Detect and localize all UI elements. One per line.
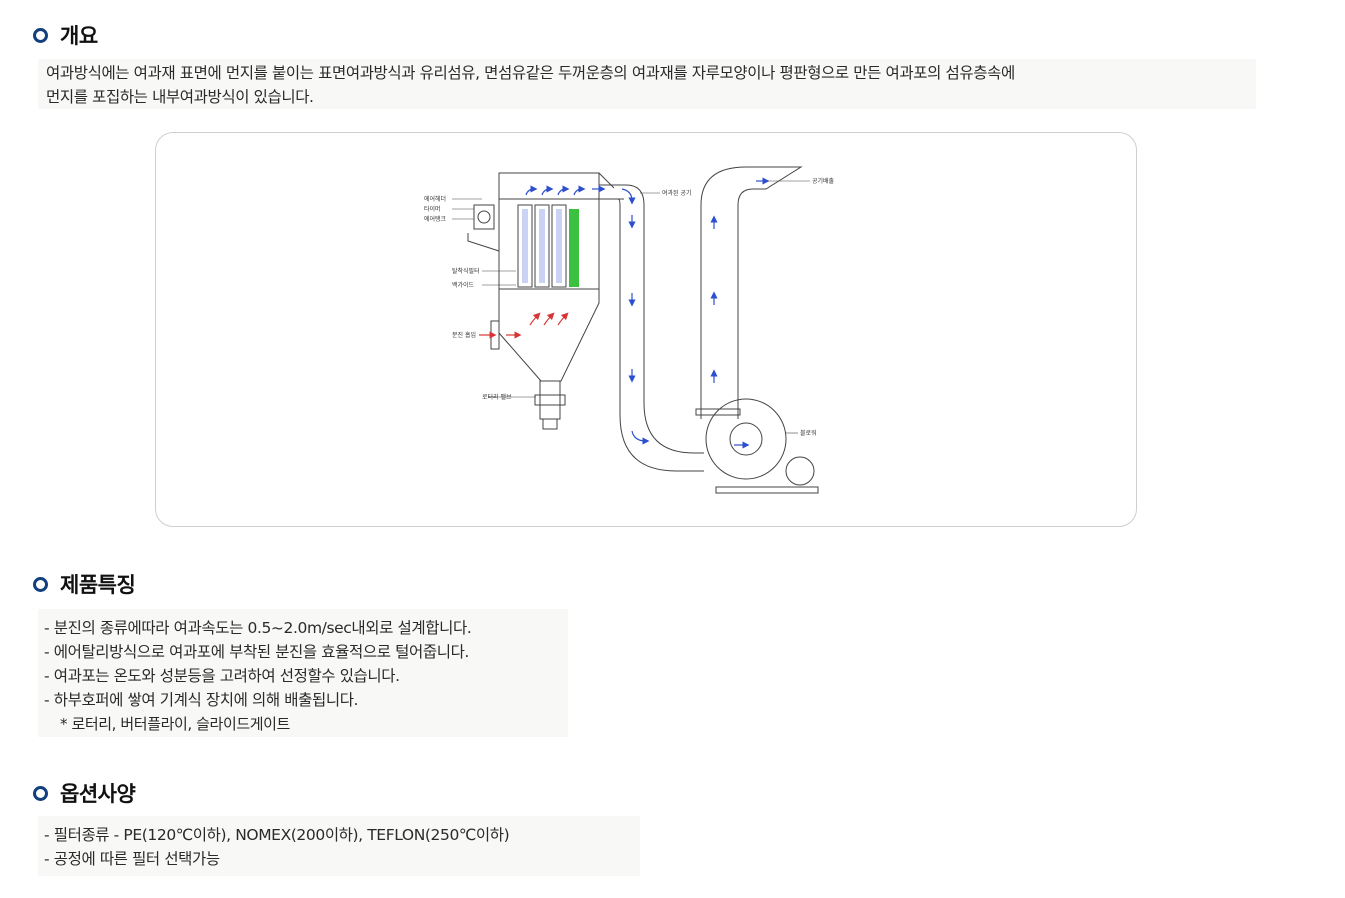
exhaust-stack	[700, 166, 803, 419]
top-plenum	[498, 172, 600, 200]
label-air-tank: 에어탱크	[424, 215, 447, 223]
section-title-options: 옵션사양	[33, 778, 136, 808]
options-title: 옵션사양	[60, 782, 136, 806]
option-item: - 필터종류 - PE(120℃이하), NOMEX(200이하), TEFLO…	[44, 826, 510, 844]
outlet-duct	[599, 184, 704, 454]
feature-note: * 로터리, 버터플라이, 슬라이드게이트	[60, 715, 290, 733]
filter-housing	[498, 198, 600, 290]
diagram-svg: 에어헤더 타이머 에어탱크 탈착식필터 백가이드 분진 흡입 로터리 밸브 여과…	[424, 166, 835, 494]
options-text-box: - 필터종류 - PE(120℃이하), NOMEX(200이하), TEFLO…	[38, 816, 640, 876]
label-rotary-valve: 로터리 밸브	[482, 393, 512, 401]
feature-item: - 에어탈리방식으로 여과포에 부착된 분진을 효율적으로 털어줍니다.	[44, 643, 469, 661]
feature-item: - 여과포는 온도와 성분등을 고려하여 선정할수 있습니다.	[44, 667, 400, 685]
features-title: 제품특징	[60, 573, 136, 597]
label-air-exhaust: 공기배출	[812, 177, 835, 185]
section-title-overview: 개요	[33, 20, 98, 50]
feature-item: - 하부호퍼에 쌓여 기계식 장치에 의해 배출됩니다.	[44, 691, 359, 709]
label-clean-air: 여과된 공기	[662, 189, 692, 197]
ring-bullet-icon	[33, 27, 48, 43]
ring-bullet-icon	[33, 576, 48, 592]
rotary-valve	[539, 380, 561, 420]
features-text-box: - 분진의 종류에따라 여과속도는 0.5~2.0m/sec내외로 설계합니다.…	[38, 609, 568, 737]
overview-text-box: 여과방식에는 여과재 표면에 먼지를 붙이는 표면여과방식과 유리섬유, 면섬유…	[38, 59, 1256, 109]
label-air-header: 에어헤더	[424, 195, 446, 203]
label-blower: 블로워	[800, 429, 817, 437]
ring-bullet-icon	[33, 785, 48, 801]
label-bag-filter: 탈착식필터	[452, 267, 480, 275]
label-bag-guide: 백가이드	[452, 281, 475, 289]
green-filter	[569, 209, 579, 287]
label-dust-inlet: 분진 흡입	[452, 331, 476, 339]
label-timer: 타이머	[424, 205, 441, 213]
section-title-features: 제품특징	[33, 569, 136, 599]
dust-collector-diagram: 에어헤더 타이머 에어탱크 탈착식필터 백가이드 분진 흡입 로터리 밸브 여과…	[155, 132, 1137, 527]
overview-line: 먼지를 포집하는 내부여과방식이 있습니다.	[46, 88, 314, 106]
overview-title: 개요	[60, 24, 98, 48]
blower-motor	[785, 456, 815, 486]
blower-fan	[705, 398, 787, 480]
overview-line: 여과방식에는 여과재 표면에 먼지를 붙이는 표면여과방식과 유리섬유, 면섬유…	[46, 64, 1015, 82]
feature-item: - 분진의 종류에따라 여과속도는 0.5~2.0m/sec내외로 설계합니다.	[44, 619, 472, 637]
option-item: - 공정에 따른 필터 선택가능	[44, 850, 220, 868]
